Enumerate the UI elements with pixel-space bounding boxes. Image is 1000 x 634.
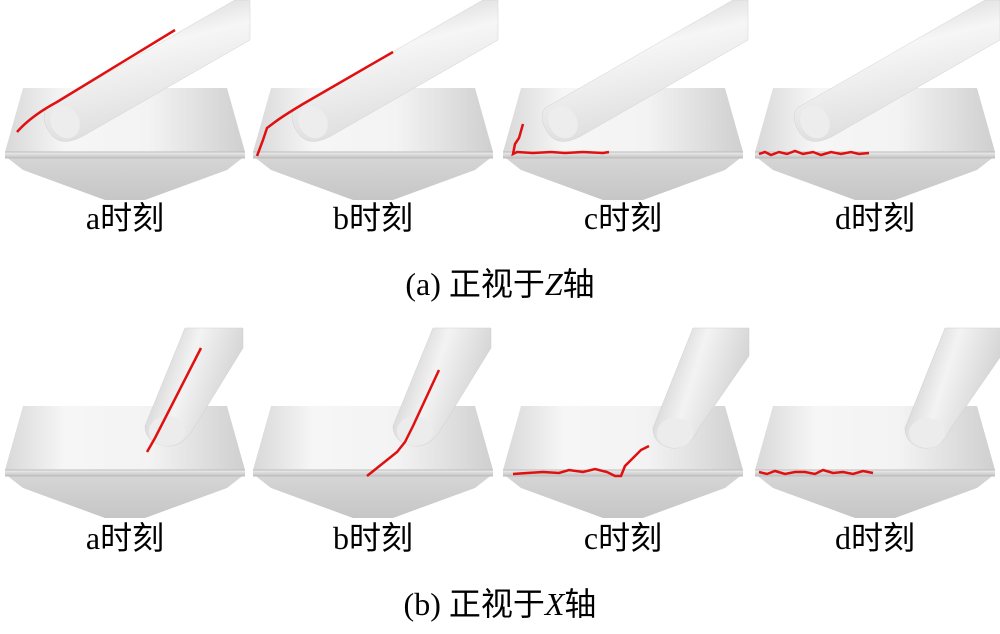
caption-suffix: 轴 bbox=[564, 586, 597, 622]
caption-suffix: 轴 bbox=[562, 266, 595, 302]
caption-axis: X bbox=[544, 586, 565, 622]
workpiece bbox=[754, 405, 996, 519]
subfigure-caption: (a) 正视于Z轴 bbox=[200, 264, 800, 304]
workpiece bbox=[4, 405, 246, 519]
caption-axis: Z bbox=[544, 266, 563, 302]
caption-prefix: (a) 正视于 bbox=[405, 266, 545, 302]
panel-d-moment-a bbox=[754, 0, 1000, 201]
panel-label: d时刻 bbox=[834, 520, 915, 556]
crack-path bbox=[145, 347, 203, 453]
crack-path bbox=[511, 123, 610, 157]
panel-label: a时刻 bbox=[85, 200, 165, 236]
crack-path bbox=[512, 444, 650, 478]
panel-label: d时刻 bbox=[834, 200, 915, 236]
needle bbox=[793, 0, 1000, 142]
crack-path bbox=[758, 149, 870, 157]
panel-b-moment-b bbox=[252, 327, 494, 519]
needle bbox=[291, 0, 499, 142]
panel-a-moment-a bbox=[4, 0, 251, 201]
subfigure-caption: (b) 正视于X轴 bbox=[200, 584, 800, 624]
panel-b-moment-a bbox=[252, 0, 499, 201]
panel-c-moment-b bbox=[502, 327, 750, 519]
panel-label: b时刻 bbox=[332, 200, 413, 236]
panel-d-moment-b bbox=[754, 327, 1000, 519]
panel-label: a时刻 bbox=[85, 520, 165, 556]
caption-prefix: (b) 正视于 bbox=[403, 586, 545, 622]
crack-path bbox=[255, 50, 394, 157]
crack-path bbox=[366, 369, 441, 477]
needle bbox=[43, 0, 251, 142]
workpiece bbox=[502, 405, 744, 519]
workpiece bbox=[252, 405, 494, 519]
panel-label: c时刻 bbox=[583, 520, 663, 556]
row-a bbox=[4, 0, 1000, 201]
needle bbox=[541, 0, 749, 142]
panel-label: b时刻 bbox=[332, 520, 413, 556]
panel-label: c时刻 bbox=[583, 200, 663, 236]
row-b bbox=[4, 327, 1000, 519]
crack-path bbox=[16, 28, 176, 133]
panel-a-moment-b bbox=[4, 327, 246, 519]
crack-path bbox=[758, 468, 874, 476]
panel-c-moment-a bbox=[502, 0, 749, 201]
